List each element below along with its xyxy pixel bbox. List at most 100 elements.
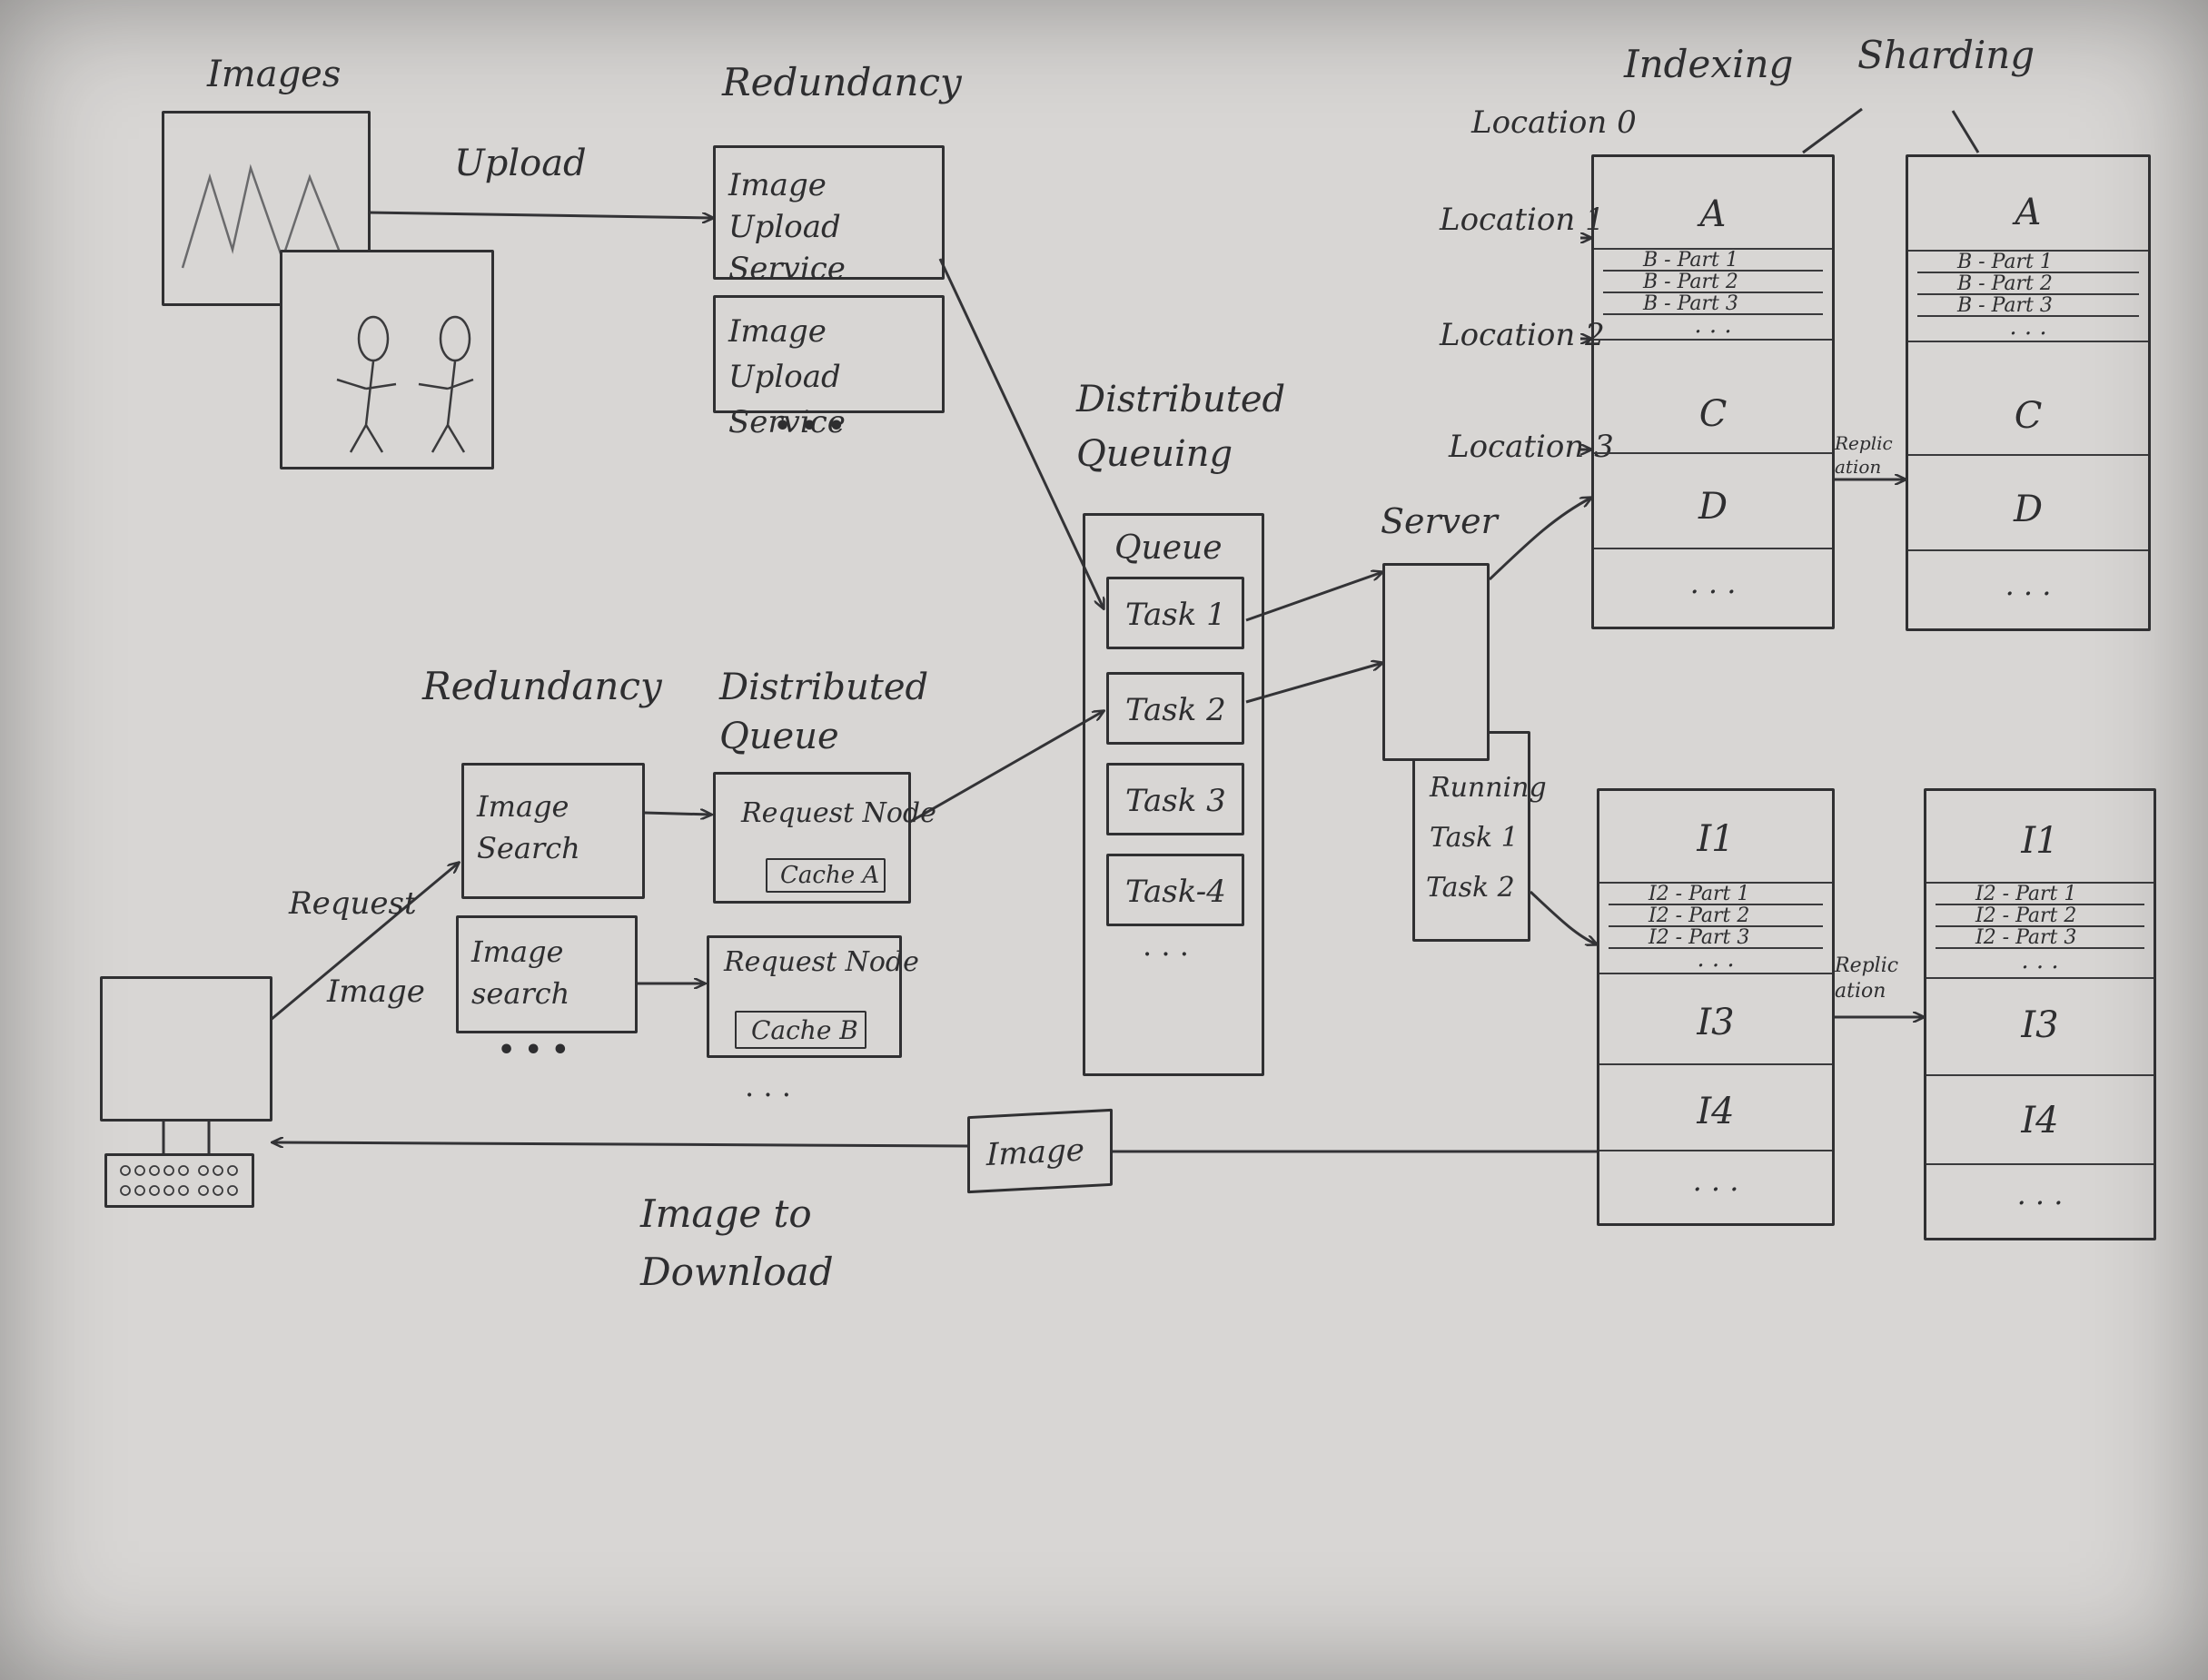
client-request-arrow [270,863,459,1022]
search-redundancy-label: Redundancy [422,664,662,708]
image-search-2[interactable]: Image search [456,915,638,1033]
upload-arrow [367,211,713,218]
row-divider [1908,549,2148,551]
b-part-1-row: B - Part 1 [1917,252,2139,273]
image-download-box-text: Image [986,1132,1084,1174]
download-return-arrow [272,1142,968,1146]
running-label: Running [1430,772,1547,804]
sharding-leader [1951,110,1980,153]
shard-i3-cell: I3 [1697,1002,1735,1043]
request-node-2-text: Request Node [724,946,919,978]
cache-b[interactable]: Cache B [735,1011,866,1049]
queue-container: Queue [1083,513,1264,1076]
image-upload-service-2[interactable]: Image Upload Service [713,295,945,440]
i2-more-cell: . . . [1697,945,1735,973]
task1-to-server-arrow [1245,572,1382,622]
row-divider [1908,454,2148,456]
i2-part-2-row: I2 - Part 2 [1609,905,1823,927]
b-more-cell: . . . [2009,313,2047,341]
index-shard-replica-bottom: I1 I2 - Part 1 I2 - Part 2 I2 - Part 3 .… [1924,788,2156,1240]
row-divider [1926,882,2154,884]
shard-a-cell: A [2015,192,2042,233]
upload-label: Upload [454,143,587,184]
b-part-3-row: B - Part 3 [1917,295,2139,317]
b-part-1-row: B - Part 1 [1603,250,1823,272]
indexing-label: Indexing [1624,42,1794,86]
request-node-2[interactable]: Request Node Cache B [707,935,919,1058]
server-box[interactable] [1382,563,1490,761]
image-search-1-text: Image Search [477,789,580,865]
row-divider [1908,250,2148,252]
client-monitor[interactable] [100,976,272,1122]
row-divider [1594,452,1832,454]
replication-top-label: Replication [1835,432,1893,478]
image-to-download-label: Image to Download [640,1191,834,1294]
b-more-cell: . . . [1694,311,1732,339]
queue-task-4[interactable]: Task-4 [1106,854,1244,926]
search-distributed-queue-label: Distributed Queue [719,667,929,757]
image-search-2-text: Image search [471,934,570,1011]
client-keyboard[interactable] [104,1153,254,1208]
cache-a-text: Cache A [780,862,880,889]
request-label: Request [289,885,417,922]
index-shard-primary-top: A B - Part 1 B - Part 2 B - Part 3 . . .… [1591,154,1835,629]
queue-task-1[interactable]: Task 1 [1106,577,1244,649]
upload-service-2-text: Image Upload Service [728,313,846,440]
shard-c-cell: C [1698,393,1728,435]
image-label: Image [327,973,425,1010]
image-download-box: Image [967,1108,1113,1194]
server-label: Server [1381,501,1498,541]
upload-redundancy-label: Redundancy [722,60,962,104]
upload-service-ellipsis: • • • [774,410,846,442]
shard-more-cell: . . . [1692,1163,1739,1198]
shard-i3-cell: I3 [2021,1004,2059,1046]
shard-d-cell: D [2013,489,2044,530]
i2-part-1-row: I2 - Part 1 [1936,884,2144,905]
queue-task-3[interactable]: Task 3 [1106,763,1244,835]
i2-part-1-row: I2 - Part 1 [1609,884,1823,905]
distributed-queuing-title: Distributed Queuing [1076,379,1286,475]
indexing-leader [1802,107,1863,154]
shard-i4-cell: I4 [1697,1091,1735,1132]
running-task-1: Task 1 [1430,822,1519,854]
shard-i4-cell: I4 [2021,1100,2059,1141]
upload-service-1-text: Image Upload Service [728,167,846,287]
row-divider [1599,973,1832,974]
queue-task-1-text: Task 1 [1125,597,1226,633]
queue-task-2[interactable]: Task 2 [1106,672,1244,745]
request-node-1[interactable]: Request Node Cache A [713,772,936,904]
shard-more-cell: . . . [2005,568,2052,602]
image-search-ellipsis: • • • [498,1034,569,1066]
image-upload-service-1[interactable]: Image Upload Service [713,145,945,287]
location-2-label: Location 2 [1440,317,1605,353]
keyboard-keys-icon [120,1165,238,1196]
sharding-label: Sharding [1857,33,2035,77]
shard-c-cell: C [2014,395,2043,437]
index-shard-replica-top: A B - Part 1 B - Part 2 B - Part 3 . . .… [1906,154,2151,631]
location-0-label: Location 0 [1471,104,1637,141]
i2-part-3-row: I2 - Part 3 [1609,927,1823,949]
request-node-1-text: Request Node [741,797,936,829]
running-tasks-box: Running Task 1 Task 2 [1412,731,1547,942]
row-divider [1926,977,2154,979]
location-1-label: Location 1 [1440,202,1605,238]
shard-i1-cell: I1 [2021,820,2059,862]
cache-b-text: Cache B [751,1015,858,1045]
shard-d-cell: D [1698,486,1728,528]
search1-to-node1-arrow [644,813,711,815]
i2-more-cell: . . . [2021,947,2059,974]
row-divider [1926,1163,2154,1165]
row-divider [1599,882,1832,884]
mountains-sketch-icon [181,163,348,269]
upload-to-task1-arrow [938,258,1104,608]
queue-ellipsis: . . . [1143,928,1189,963]
b-part-2-row: B - Part 2 [1917,273,2139,295]
row-divider [1594,339,1832,341]
request-to-task2-arrow [909,711,1104,824]
queue-task-4-text: Task-4 [1125,874,1226,910]
cache-a[interactable]: Cache A [766,858,886,893]
image-search-1[interactable]: Image Search [461,763,645,899]
i2-part-2-row: I2 - Part 2 [1936,905,2144,927]
